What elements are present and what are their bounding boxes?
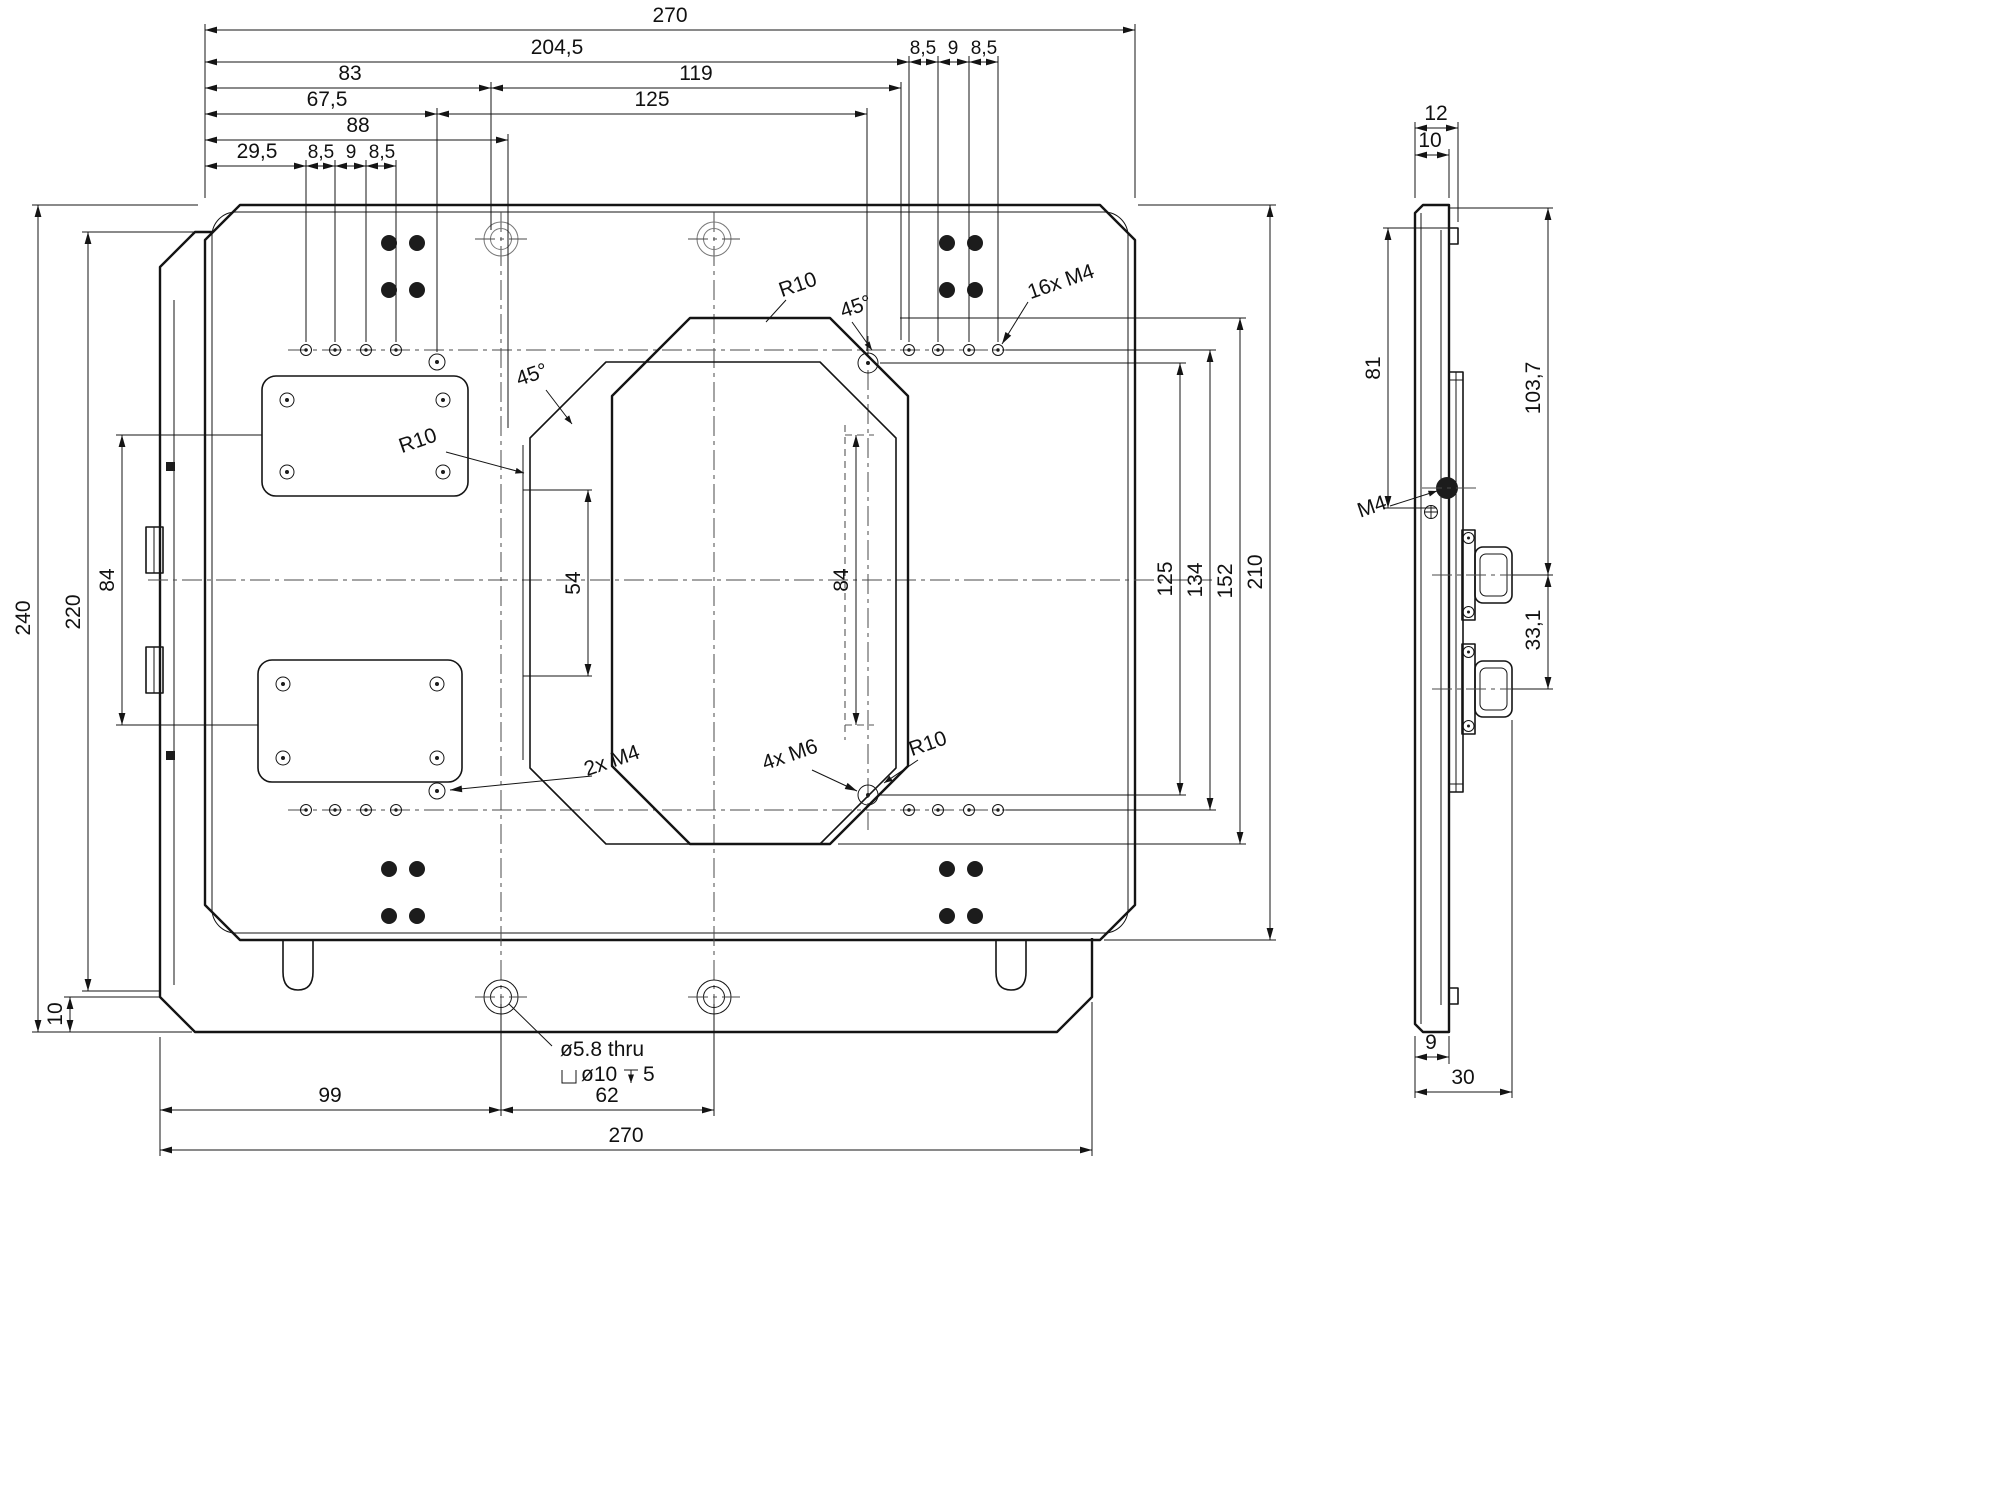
dim-220: 220 <box>62 594 85 629</box>
counterbore-holes-top <box>475 221 740 257</box>
counterbore-holes-bottom <box>475 979 740 1015</box>
aperture-octagon-outer <box>610 316 910 846</box>
dimension-texts: 270 204,5 8,5 9 8,5 83 119 67,5 125 88 2… <box>12 4 1267 1147</box>
dim-134: 134 <box>1184 562 1207 597</box>
dim-10-left: 10 <box>44 1002 67 1025</box>
side-view: 12 10 81 103,7 33,1 9 30 M4 <box>1354 102 1553 1098</box>
base-slot-left <box>282 940 314 991</box>
dim-54: 54 <box>562 571 585 595</box>
dim-85-left-1: 8,5 <box>308 142 334 163</box>
dim-12: 12 <box>1424 102 1447 125</box>
note-counterbore-dia: ø10 <box>581 1063 617 1086</box>
dim-152: 152 <box>1214 563 1237 598</box>
note-r10-bottom: R10 <box>906 727 950 761</box>
dim-85-left-2: 8,5 <box>369 142 395 163</box>
side-dimension-lines <box>1384 124 1552 1096</box>
dim-84-center: 84 <box>830 568 853 592</box>
note-r10-top: R10 <box>776 268 820 302</box>
dim-204-5: 204,5 <box>531 36 584 59</box>
extension-lines <box>32 24 1276 1156</box>
note-4x-m6: 4x M6 <box>759 735 821 775</box>
dim-81: 81 <box>1362 356 1385 379</box>
plate-outlines <box>158 203 1137 1034</box>
m4-row-top <box>300 344 1004 356</box>
cover-plate-lower <box>257 659 463 783</box>
dim-103-7: 103,7 <box>1522 362 1545 415</box>
note-16x-m4: 16x M4 <box>1025 260 1098 304</box>
feature-holes <box>428 221 879 1015</box>
dim-67-5: 67,5 <box>307 88 348 111</box>
note-thru-hole: ø5.8 thru <box>560 1038 644 1061</box>
dim-85-right-1: 8,5 <box>910 38 936 59</box>
dim-84-left: 84 <box>96 568 119 592</box>
dim-9-left: 9 <box>346 142 357 163</box>
m4-hole-rows <box>300 344 1004 816</box>
dim-210: 210 <box>1244 554 1267 589</box>
depth-symbol <box>624 1069 638 1083</box>
note-45-left: 45° <box>513 359 551 391</box>
front-view: 270 204,5 8,5 9 8,5 83 119 67,5 125 88 2… <box>12 4 1276 1156</box>
dim-62: 62 <box>595 1084 618 1107</box>
dim-overall-height: 240 <box>12 600 35 635</box>
side-plate-outline <box>1413 203 1451 1034</box>
note-m4-screw: M4 <box>1354 491 1389 522</box>
dim-33-1: 33,1 <box>1522 610 1545 651</box>
edge-connector-cutouts <box>145 462 175 760</box>
dim-125-right: 125 <box>1154 561 1177 596</box>
corner-thread-clusters <box>381 235 983 924</box>
m4-pair-holes <box>428 353 446 800</box>
dim-9: 9 <box>1425 1031 1437 1054</box>
base-plate-outline <box>158 230 1094 1034</box>
note-counterbore-depth: 5 <box>643 1063 655 1086</box>
dim-119: 119 <box>679 62 712 85</box>
dim-10-side: 10 <box>1418 129 1441 152</box>
dim-9-right: 9 <box>948 38 959 59</box>
side-centerlines <box>1422 487 1530 690</box>
side-outlines <box>1413 203 1464 1034</box>
centerlines <box>148 212 1212 1042</box>
side-tab-top <box>1448 227 1459 245</box>
dim-overall-width-top: 270 <box>652 4 687 27</box>
aperture-octagon-inner <box>529 361 897 845</box>
dim-30: 30 <box>1451 1066 1474 1089</box>
dim-85-right-2: 8,5 <box>971 38 997 59</box>
dimension-lines <box>34 26 1274 1154</box>
counterbore-symbol <box>561 1070 577 1084</box>
base-slot-right <box>995 940 1027 991</box>
dim-29-5: 29,5 <box>237 140 278 163</box>
m4-row-bottom <box>300 804 1004 816</box>
note-r10-left: R10 <box>396 424 440 458</box>
dim-88: 88 <box>346 114 369 137</box>
dim-overall-width-bottom: 270 <box>608 1124 643 1147</box>
aperture-octagons <box>522 316 910 846</box>
m6-holes <box>857 352 879 806</box>
top-plate-outline <box>203 203 1137 942</box>
cover-plate-upper <box>261 375 469 497</box>
dim-83: 83 <box>338 62 361 85</box>
note-45-top: 45° <box>837 291 875 323</box>
side-tab-bottom <box>1448 987 1459 1005</box>
top-plate-inner-line <box>211 211 1129 934</box>
dim-125-top: 125 <box>634 88 669 111</box>
dim-99: 99 <box>318 1084 341 1107</box>
